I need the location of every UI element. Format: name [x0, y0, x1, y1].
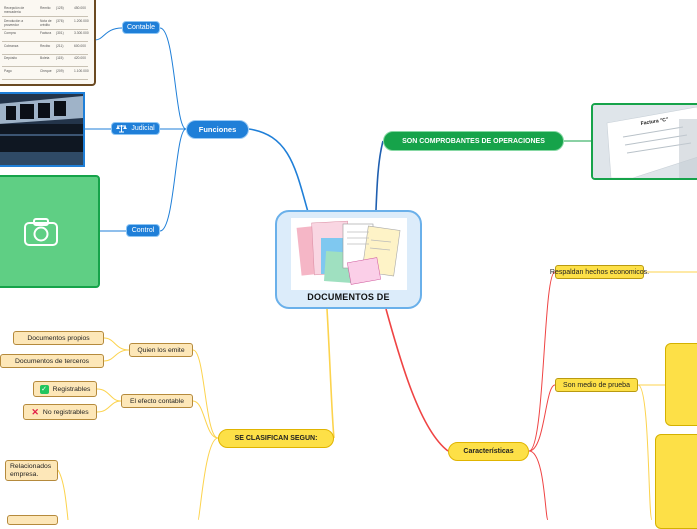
documentos-propios-node[interactable]: Documentos propios [13, 331, 104, 345]
documentos-terceros-node[interactable]: Documentos de terceros [0, 354, 104, 368]
caracteristicas-detail-box [655, 434, 697, 529]
medio-prueba-node[interactable]: Son medio de prueba [555, 378, 638, 392]
table-cell: (209) [56, 68, 64, 73]
table-cell: Recepción de mercadería [4, 6, 25, 14]
judicial-node[interactable]: Judicial [111, 122, 160, 135]
registrables-label: Registrables [52, 385, 91, 393]
table-cell: (301) [56, 31, 64, 35]
control-node[interactable]: Control [126, 224, 160, 237]
table-cell: Boleta [40, 56, 50, 60]
table-row-divider [2, 78, 88, 80]
no-registrables-label: No registrables [42, 408, 89, 416]
table-row-divider [2, 53, 88, 55]
respaldan-node[interactable]: Respaldan hechos economicos. [550, 265, 649, 279]
table-cell: Nota de crédito [40, 18, 52, 27]
table-cell: Cobranza [4, 43, 19, 48]
contable-node[interactable]: Contable [122, 21, 160, 34]
table-row-divider [2, 16, 88, 17]
contable-table-image: Recepción de mercadería Remito (125) 450.00… [0, 0, 96, 86]
quien-emite-node[interactable]: Quien los emite [129, 343, 193, 357]
prueba-detail-box [665, 343, 697, 426]
partial-node-bottom[interactable] [7, 515, 58, 525]
efecto-contable-node[interactable]: El efecto contable [121, 394, 193, 408]
table-cell: (211) [56, 43, 64, 48]
cross-icon: ✕ [31, 406, 39, 417]
central-topic[interactable]: DOCUMENTOS DE [275, 210, 422, 309]
table-cell: 1.100.000 [74, 68, 89, 73]
factura-label: Factura "C" [640, 117, 669, 127]
camera-icon [24, 218, 58, 246]
table-cell: Devolución a proveedor [4, 18, 24, 27]
comprobantes-node[interactable]: SON COMPROBANTES DE OPERACIONES [383, 131, 564, 151]
judicial-building-image [0, 92, 85, 167]
table-cell: (125) [56, 6, 64, 10]
registrables-node[interactable]: ✓ Registrables [33, 381, 97, 397]
table-row-divider [2, 41, 88, 42]
caracteristicas-node[interactable]: Características [448, 442, 529, 461]
table-cell: Remito [40, 6, 51, 10]
table-cell: 600.000 [74, 43, 86, 48]
table-cell: Factura [40, 31, 52, 35]
relacionados-label: Relacionados empresa. [10, 462, 52, 478]
documents-image [291, 218, 407, 290]
table-cell: 450.000 [74, 6, 86, 10]
table-cell: Recibo [40, 43, 51, 48]
relacionados-node[interactable]: Relacionados empresa. [5, 460, 58, 481]
central-topic-title: DOCUMENTOS DE [307, 292, 390, 302]
table-cell: (376) [56, 18, 64, 23]
judicial-label: Judicial [131, 125, 155, 132]
table-cell: Depósito [4, 56, 18, 60]
factura-image: Factura "C" [591, 103, 697, 180]
check-icon: ✓ [39, 384, 49, 394]
table-cell: 1.200.000 [74, 18, 89, 23]
table-cell: (115) [56, 56, 64, 60]
table-cell: 420.000 [74, 56, 86, 60]
table-cell: Pago [4, 68, 12, 73]
table-cell: Compra [4, 31, 16, 35]
no-registrables-node[interactable]: ✕ No registrables [23, 404, 97, 420]
clasifican-node[interactable]: SE CLASIFICAN SEGUN: [218, 429, 334, 448]
table-cell: Cheque [40, 68, 52, 73]
balance-scale-icon [116, 125, 128, 133]
control-image-placeholder [0, 175, 100, 288]
table-cell: 3.300.000 [74, 31, 89, 35]
table-row-divider [2, 28, 88, 30]
table-row-divider [2, 66, 88, 67]
funciones-node[interactable]: Funciones [186, 120, 249, 139]
